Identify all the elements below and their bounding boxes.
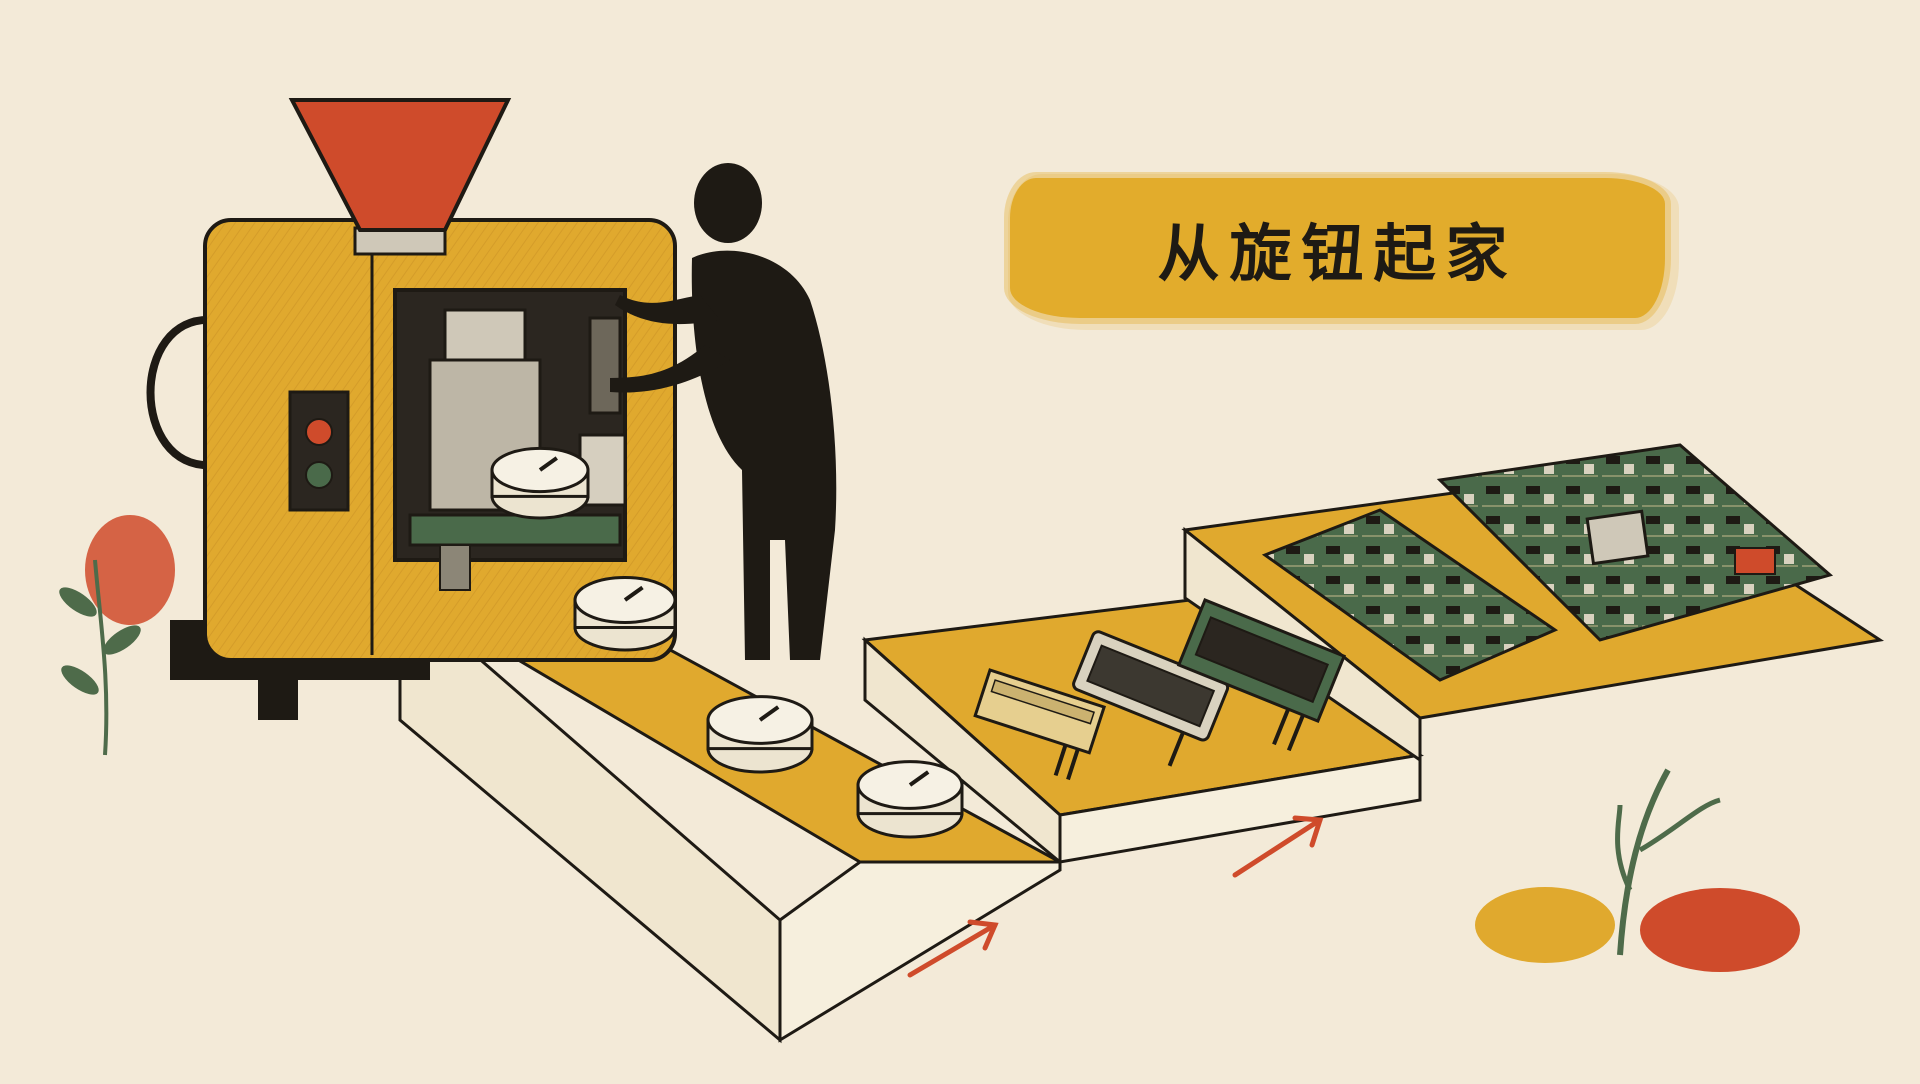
go-light [305,461,333,489]
circuit-board-small [1261,508,1559,682]
step-1-side [778,860,1062,1043]
knob [573,576,677,652]
knob [490,446,590,520]
stop-light [305,418,333,446]
control-panel [288,390,350,512]
red-relay [1734,547,1776,575]
progress-arrows [907,815,1324,978]
knob [856,760,964,839]
knob [706,695,814,774]
title-text: 从旋钮起家 [1157,217,1518,290]
machine-handle [146,315,213,470]
arrow-2 [1232,815,1324,878]
knob-machine [146,98,677,720]
arrow-1 [907,919,999,978]
connector-small [973,668,1107,781]
knob-group [490,446,964,839]
hopper-funnel [288,98,512,232]
circuit-board-group [1261,443,1834,682]
title-banner: 从旋钮起家 [1010,178,1665,318]
decor-left-plant [59,515,175,756]
decor-right-plants [1475,768,1800,972]
cpu-chip [1585,509,1650,566]
lever-slot [588,316,622,415]
worker-silhouette [610,163,837,660]
connector-dsub [1072,630,1230,767]
connector-group [973,598,1347,781]
hopper-neck [353,226,447,256]
connector-header [1176,598,1347,752]
step-2-riser [1058,753,1422,864]
